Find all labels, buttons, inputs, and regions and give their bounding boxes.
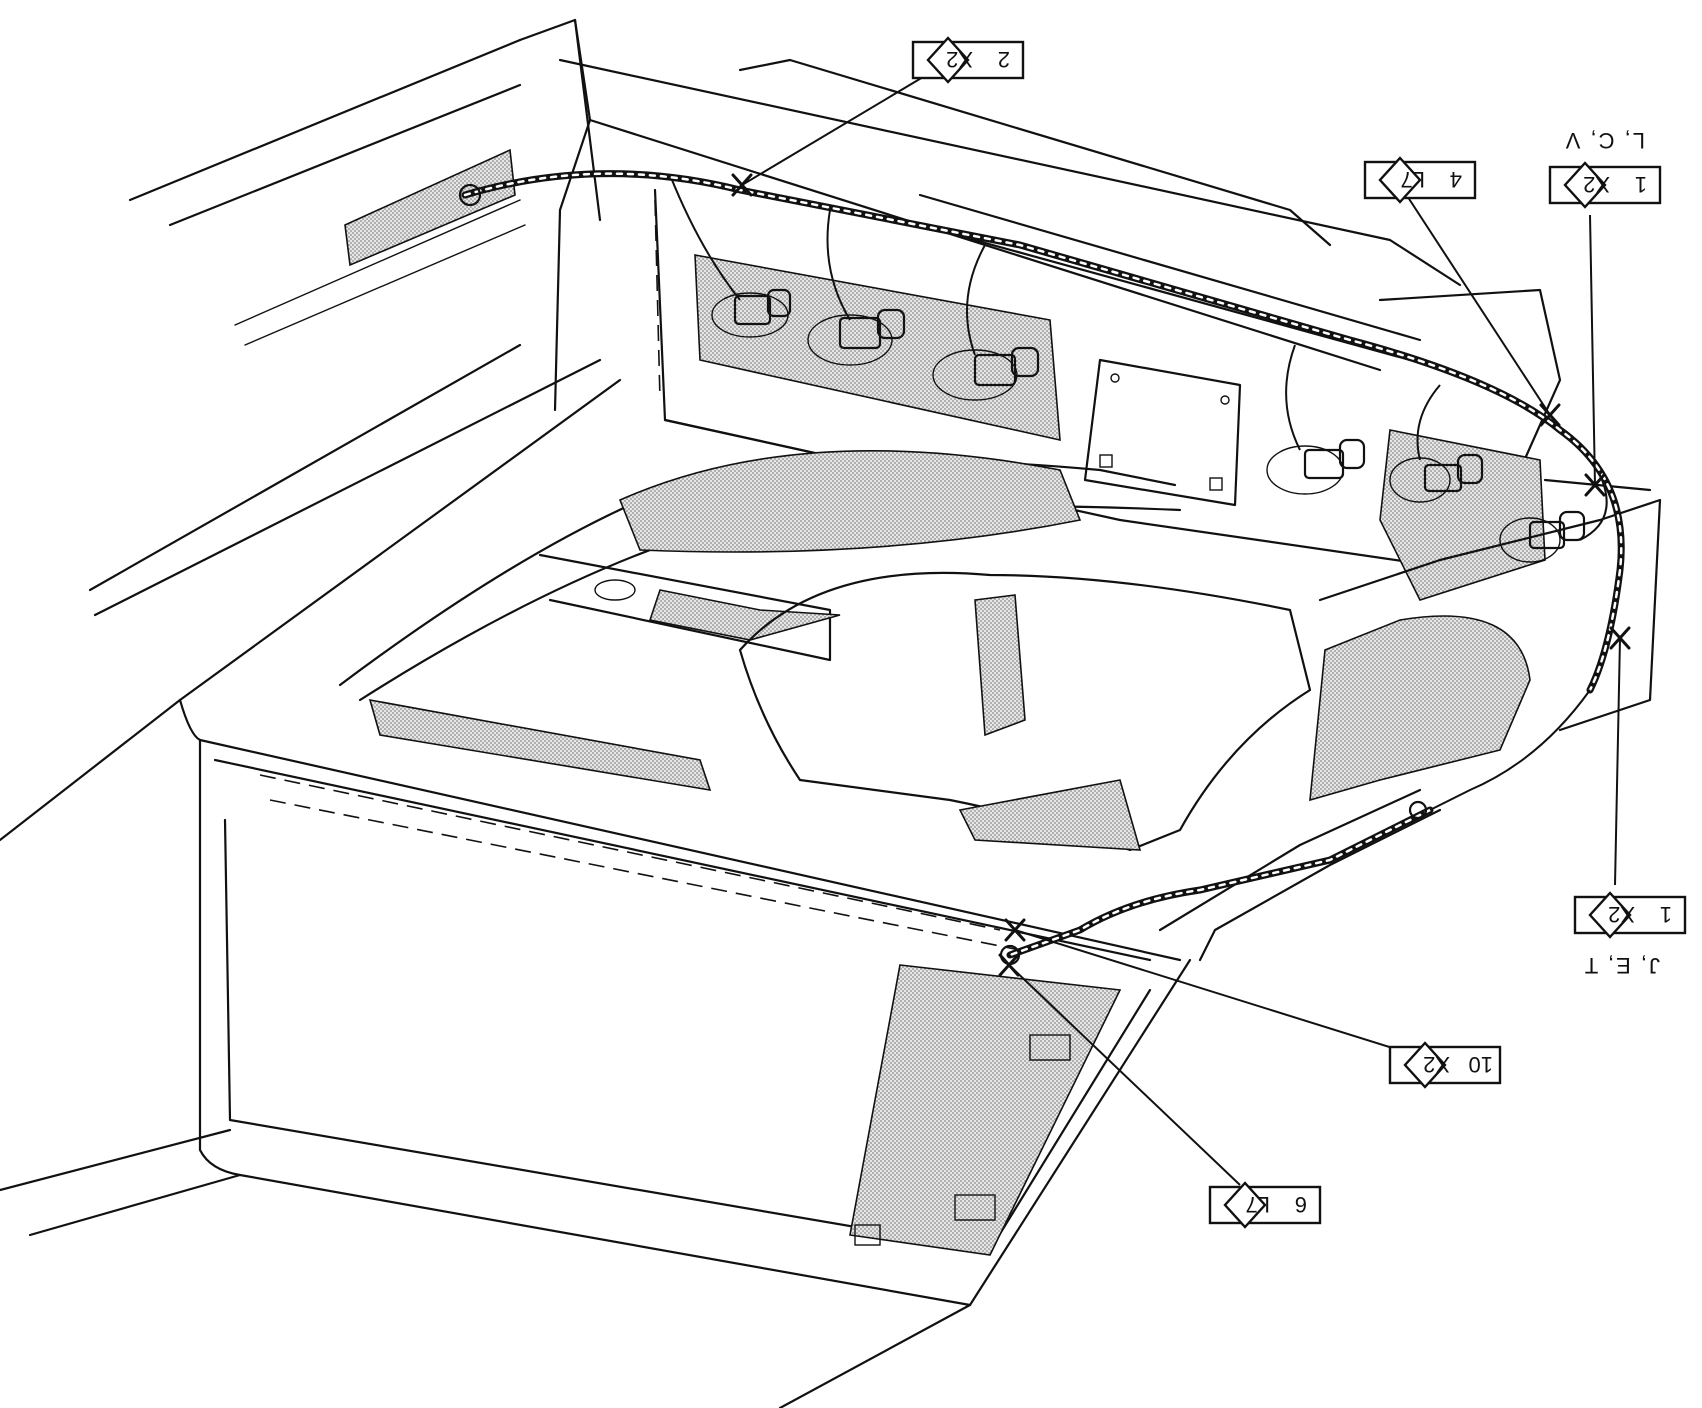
callout-d-number: 1 (1660, 902, 1672, 927)
callout-b-code: L7 (1401, 167, 1425, 192)
callout-f: 6 L7 (1208, 1181, 1322, 1229)
callout-a-number: 2 (998, 47, 1010, 72)
callout-c-number: 1 (1635, 172, 1647, 197)
callout-d-code: X2 (1608, 902, 1635, 927)
callout-e-code: X2 (1423, 1052, 1450, 1077)
callout-b: 4 L7 (1363, 156, 1477, 204)
callout-d: 1 X2 (1573, 891, 1687, 939)
vehicle-structure (0, 18, 1662, 1408)
callout-c: 1 X2 (1548, 161, 1662, 209)
callout-e-number: 10 (1469, 1052, 1493, 1077)
callout-f-code: L7 (1246, 1192, 1270, 1217)
callout-c-code: X2 (1583, 172, 1610, 197)
wiring-harness (458, 170, 1625, 966)
callout-b-number: 4 (1450, 167, 1462, 192)
callout-a: 2 X2 (911, 36, 1025, 84)
note-lcv: L, C, V (1564, 128, 1645, 153)
switch-row (669, 174, 1608, 563)
callout-a-code: X2 (946, 47, 973, 72)
leader-lines (741, 54, 1621, 1186)
switch-6 (1499, 510, 1586, 563)
switch-1 (711, 288, 792, 338)
switch-2 (807, 308, 906, 366)
switch-5 (1389, 453, 1484, 503)
callout-f-number: 6 (1295, 1192, 1307, 1217)
switch-3 (932, 346, 1040, 401)
callout-e: 10 X2 (1388, 1041, 1502, 1089)
switch-4 (1266, 438, 1366, 495)
note-jet: J, E, T (1583, 953, 1660, 978)
